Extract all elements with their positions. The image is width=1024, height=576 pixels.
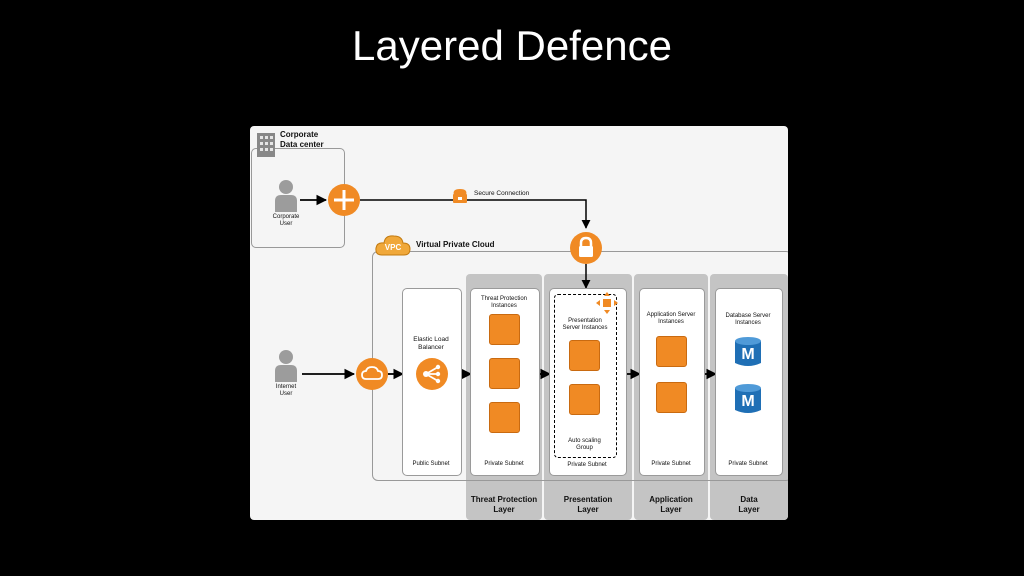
application-subnet-label: Private Subnet: [651, 461, 691, 467]
vpc-title: Virtual Private Cloud: [416, 240, 495, 249]
elastic-load-balancer-icon: [416, 358, 448, 390]
vpc-badge: VPC: [384, 243, 402, 252]
public-subnet-label: Public Subnet: [412, 461, 450, 467]
application-instance-icon: [656, 382, 687, 413]
corporate-user-icon: [275, 180, 297, 212]
threat-instance-icon: [489, 358, 520, 389]
auto-scaling-group: [554, 294, 617, 458]
database-icon: M: [734, 336, 762, 373]
database-icon: M: [734, 383, 762, 420]
threat-instance-icon: [489, 314, 520, 345]
slide-title: Layered Defence: [352, 22, 672, 69]
auto-scaling-icon: [596, 292, 618, 314]
database-subnet-label: Private Subnet: [728, 461, 768, 467]
database-subnet: [715, 288, 783, 476]
internet-gateway-icon: [356, 358, 388, 390]
threat-subnet-label: Private Subnet: [484, 461, 524, 467]
presentation-instance-icon: [569, 384, 600, 415]
secure-connection-label: Secure Connection: [474, 190, 530, 197]
application-instance-icon: [656, 336, 687, 367]
presentation-subnet-label: Private Subnet: [567, 462, 607, 468]
vpc-cloud-icon: [375, 235, 411, 256]
presentation-subnet: [549, 288, 627, 476]
building-icon: [257, 133, 275, 157]
presentation-instance-icon: [569, 340, 600, 371]
connections: [300, 194, 718, 380]
secure-connection-icon: [453, 189, 467, 203]
lock-icon: [570, 232, 602, 264]
threat-instance-icon: [489, 402, 520, 433]
vpn-gateway-icon: [328, 184, 360, 216]
internet-user-icon: [275, 350, 297, 382]
